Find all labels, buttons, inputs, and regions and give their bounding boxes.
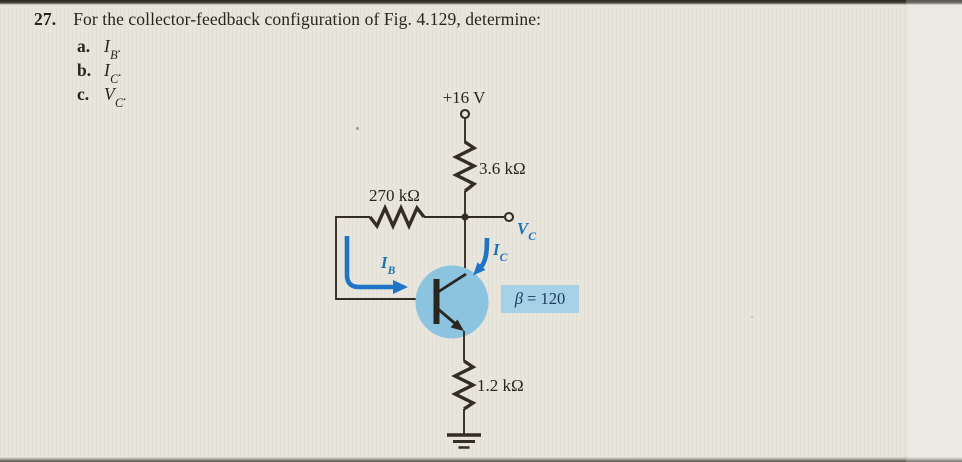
resistor-rc [452, 140, 478, 193]
vc-label: VC [517, 219, 536, 244]
ic-arrowhead-icon [473, 262, 486, 276]
rc-value-label: 3.6 kΩ [479, 159, 526, 178]
transistor [415, 265, 489, 339]
photo-bottom-edge [0, 457, 962, 462]
supply-terminal [459, 108, 471, 120]
problem-item-a: a.IB. [77, 36, 121, 62]
ib-arrow [344, 236, 395, 290]
item-b-symbol: I [104, 60, 110, 80]
resistor-feedback [368, 203, 426, 231]
item-a-symbol: I [104, 36, 110, 56]
page-speck [751, 316, 753, 318]
item-b-prefix: b. [77, 60, 92, 80]
page-right-margin [906, 0, 962, 462]
transistor-collector-lead [437, 272, 467, 294]
beta-value-box: β= 120 [501, 285, 579, 313]
vc-terminal [503, 211, 515, 223]
ic-arrow [479, 237, 490, 269]
collector-node-dot [461, 213, 469, 221]
feedback-resistor-value-label: 270 kΩ [369, 186, 420, 205]
problem-number: 27. [34, 9, 57, 29]
ib-label: IB [381, 253, 396, 278]
problem-statement-line: 27. For the collector-feedback configurat… [34, 9, 541, 30]
photo-top-edge [0, 0, 962, 5]
re-value-label: 1.2 kΩ [477, 376, 524, 395]
supply-voltage-label: +16 V [442, 88, 486, 107]
ib-arrowhead-icon [393, 280, 408, 294]
problem-item-c: c.VC. [77, 84, 127, 110]
resistor-re [451, 359, 477, 411]
item-c-prefix: c. [77, 84, 90, 104]
problem-statement: For the collector-feedback configuration… [73, 9, 542, 29]
emitter-arrowhead-icon [450, 319, 464, 331]
item-c-symbol: V [104, 84, 115, 104]
page-speck [356, 127, 359, 130]
ic-label: IC [493, 240, 508, 265]
problem-item-b: b.IC. [77, 60, 122, 86]
beta-symbol: β [514, 289, 524, 308]
item-a-prefix: a. [77, 36, 91, 56]
beta-value: = 120 [527, 289, 566, 308]
wire-feedback-loop [335, 216, 431, 300]
current-arrows [344, 236, 490, 294]
